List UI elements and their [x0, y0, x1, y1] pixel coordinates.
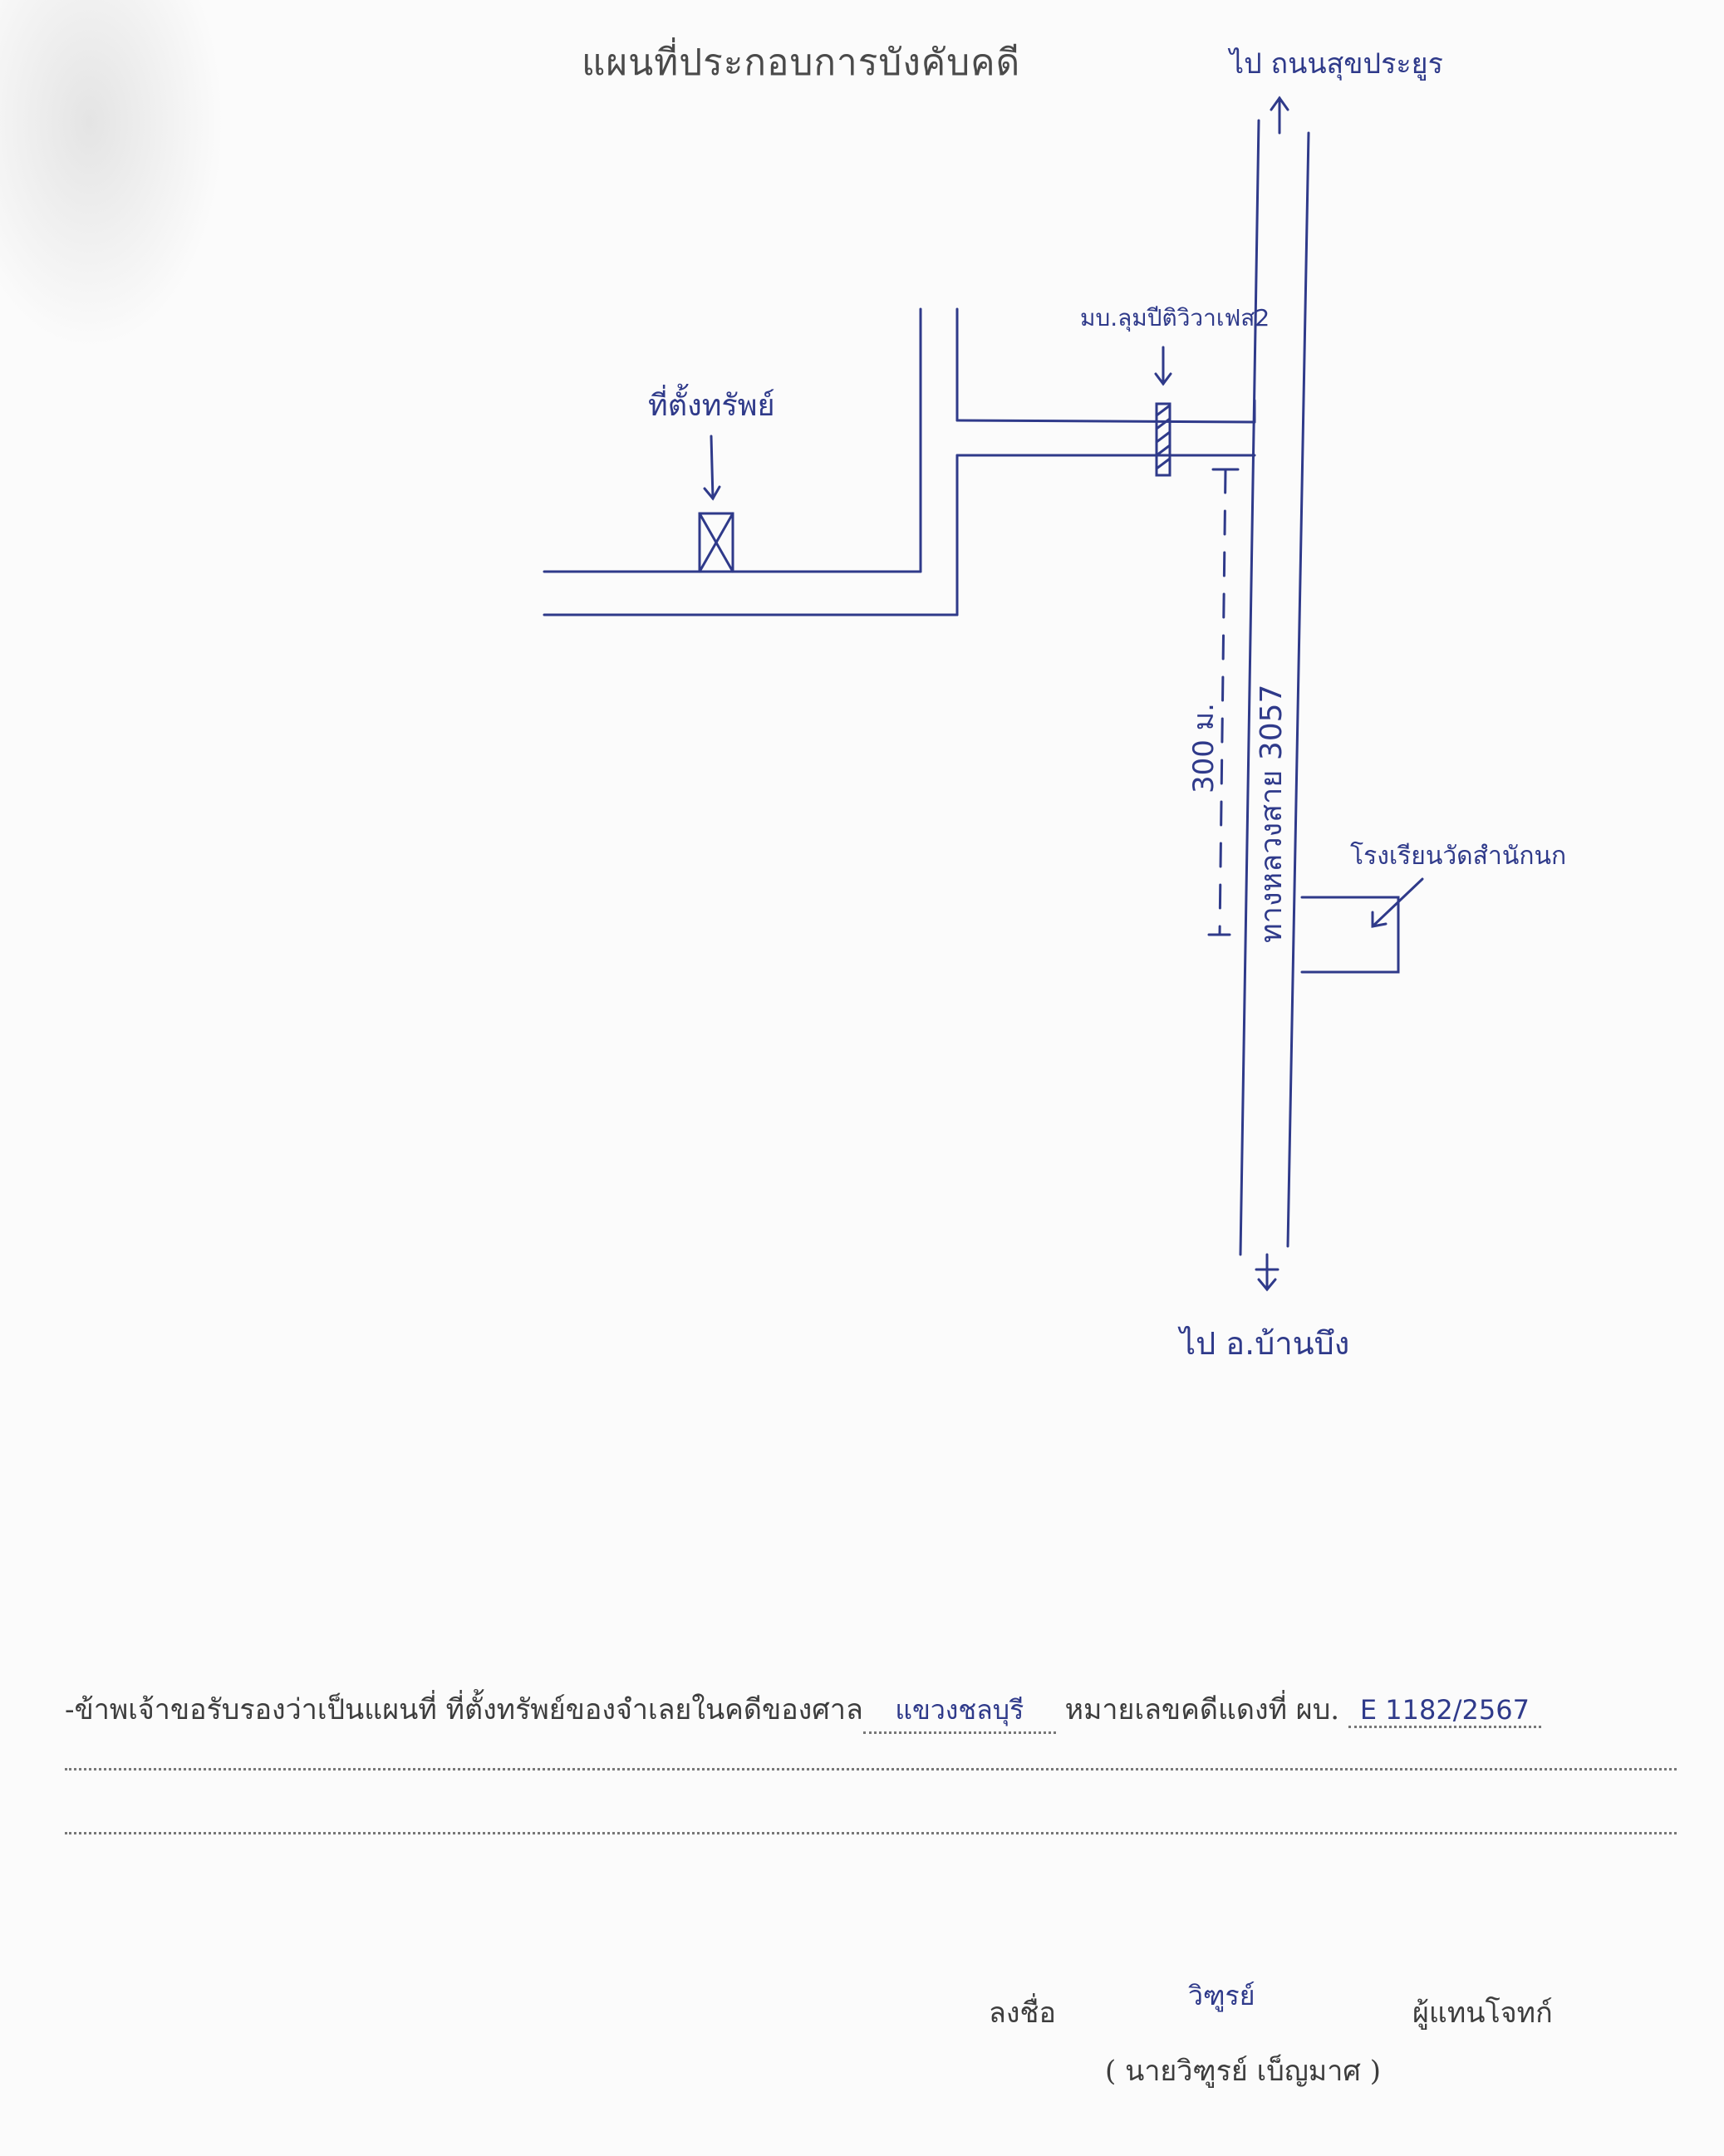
property-label: ที่ตั้งทรัพย์: [648, 383, 775, 423]
case-number-label: หมายเลขคดีแดงที่ ผบ.: [1064, 1693, 1340, 1726]
village-arrow-icon: [1154, 346, 1172, 386]
highway-left-edge: [1239, 119, 1260, 1256]
north-destination-label: ไป ถนนสุขประยูร: [1227, 47, 1443, 81]
property-marker: [698, 512, 734, 573]
certification-line: -ข้าพเจ้าขอรับรองว่าเป็นแผนที่ ที่ตั้งทร…: [65, 1687, 1677, 1734]
sign-label: ลงชื่อ: [989, 1996, 1056, 2030]
role-label: ผู้แทนโจทก์: [1412, 1996, 1553, 2030]
certification-prefix: -ข้าพเจ้าขอรับรองว่าเป็นแผนที่ ที่ตั้งทร…: [65, 1693, 863, 1726]
handwritten-signature: วิฑูรย์: [1188, 1980, 1255, 2011]
distance-label: 300 ม.: [1187, 703, 1221, 793]
blank-dotted-line-1: [65, 1768, 1677, 1770]
printed-name: ( นายวิฑูรย์ เบ็ญมาศ ): [1105, 2055, 1381, 2088]
north-arrow-icon: [1270, 96, 1289, 135]
scan-shadow: [0, 0, 224, 349]
school-arrow-icon: [1371, 877, 1424, 928]
school-label: โรงเรียนวัดสำนักนก: [1350, 841, 1566, 871]
south-arrow-icon: [1255, 1253, 1279, 1292]
blank-dotted-line-2: [65, 1832, 1677, 1834]
distance-dashed-line: [1218, 468, 1227, 936]
village-road-top-edge: [955, 419, 1256, 424]
school-building: [1300, 896, 1400, 974]
highway-right-edge: [1286, 131, 1310, 1248]
case-number-field: E 1182/2567: [1348, 1694, 1541, 1728]
court-name-field: แขวงชลบุรี: [862, 1689, 1056, 1734]
village-gate-marker: [1155, 402, 1171, 477]
page-title: แผนที่ประกอบการบังคับคดี: [582, 42, 1021, 84]
village-label: มบ.ลุมปีติวิวาเฟส2: [1080, 304, 1270, 332]
south-destination-label: ไป อ.บ้านบึง: [1177, 1325, 1349, 1362]
highway-label: ทางหลวงสาย 3057: [1255, 685, 1289, 943]
property-arrow-icon: [703, 435, 721, 501]
